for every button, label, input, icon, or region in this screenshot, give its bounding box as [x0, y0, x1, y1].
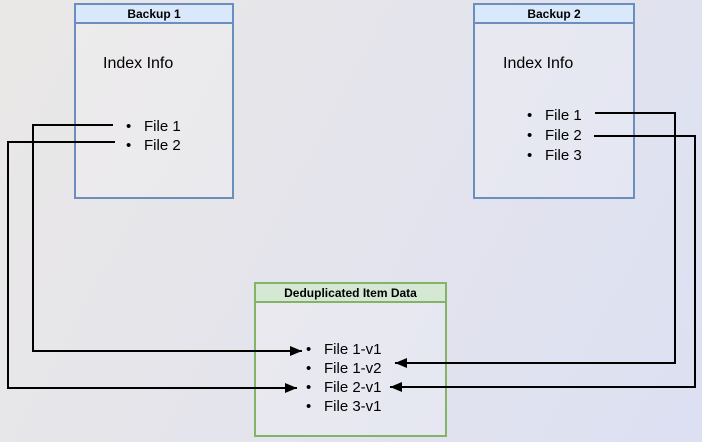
backup1-title: Backup 1	[76, 5, 232, 24]
backup2-index-info-label: Index Info	[503, 55, 574, 72]
deduplicated-item-data-box: Deduplicated Item Data File 1-v1 File 1-…	[254, 282, 447, 437]
list-item: File 2	[527, 125, 582, 145]
backup1-file-list: File 1 File 2	[126, 117, 181, 155]
dedup-title: Deduplicated Item Data	[256, 284, 445, 303]
list-item: File 1	[126, 117, 181, 136]
list-item: File 2-v1	[306, 378, 382, 397]
list-item: File 1-v1	[306, 340, 382, 359]
dedup-file-list: File 1-v1 File 1-v2 File 2-v1 File 3-v1	[306, 340, 382, 416]
list-item: File 1-v2	[306, 359, 382, 378]
list-item: File 3-v1	[306, 397, 382, 416]
list-item: File 2	[126, 136, 181, 155]
backup2-file-list: File 1 File 2 File 3	[527, 105, 582, 165]
list-item: File 1	[527, 105, 582, 125]
list-item: File 3	[527, 145, 582, 165]
backup2-title: Backup 2	[475, 5, 633, 24]
backup2-box: Backup 2 Index Info File 1 File 2 File 3	[473, 3, 635, 199]
backup1-index-info-label: Index Info	[103, 55, 174, 72]
backup1-box: Backup 1 Index Info File 1 File 2	[74, 3, 234, 199]
